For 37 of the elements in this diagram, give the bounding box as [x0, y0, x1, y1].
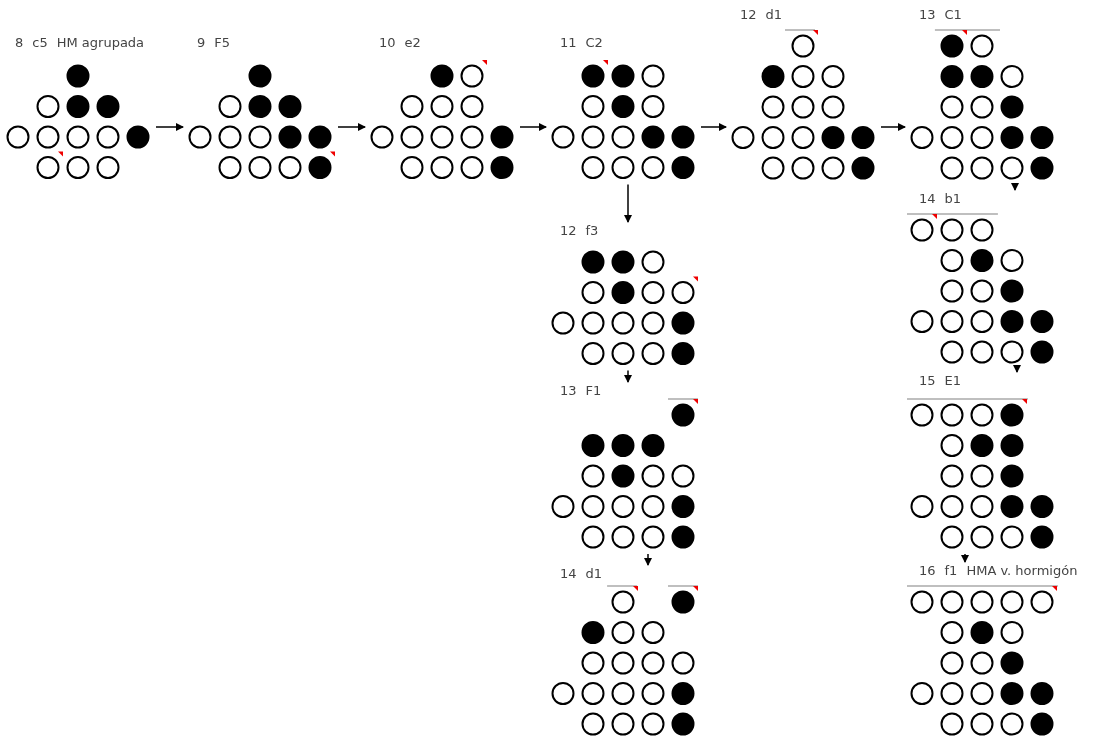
- move-number: 16: [919, 563, 936, 578]
- move-number: 14: [560, 566, 577, 581]
- move-notation: e2: [404, 35, 421, 50]
- move-notation: C2: [585, 35, 603, 50]
- arrow: [700, 123, 727, 131]
- move-number: 13: [560, 383, 577, 398]
- move-number: 8: [15, 35, 24, 50]
- move-number: 12: [740, 7, 757, 22]
- move-notation: d1: [585, 566, 603, 581]
- move-notation: b1: [944, 191, 962, 206]
- move-number: 12: [560, 223, 577, 238]
- arrow: [337, 123, 366, 131]
- comment: HMA v. hormigón: [966, 563, 1078, 578]
- move-notation: c5: [32, 35, 48, 50]
- move-number: 11: [560, 35, 577, 50]
- move-notation: f3: [585, 223, 599, 238]
- arrow: [624, 369, 632, 383]
- arrow: [519, 123, 547, 131]
- arrow: [1013, 365, 1021, 373]
- arrow: [880, 123, 906, 131]
- arrow: [961, 553, 969, 563]
- move-number: 10: [379, 35, 396, 50]
- arrow: [644, 553, 652, 566]
- move-notation: d1: [765, 7, 783, 22]
- move-number: 9: [197, 35, 206, 50]
- move-notation: F5: [214, 35, 231, 50]
- move-number: 13: [919, 7, 936, 22]
- move-notation: F1: [585, 383, 602, 398]
- move-notation: C1: [944, 7, 962, 22]
- arrow: [155, 123, 184, 131]
- move-notation: E1: [944, 373, 962, 388]
- move-notation: f1: [944, 563, 958, 578]
- move-number: 14: [919, 191, 936, 206]
- comment: HM agrupada: [56, 35, 145, 50]
- arrow: [1011, 183, 1019, 191]
- arrow: [624, 183, 632, 223]
- move-number: 15: [919, 373, 936, 388]
